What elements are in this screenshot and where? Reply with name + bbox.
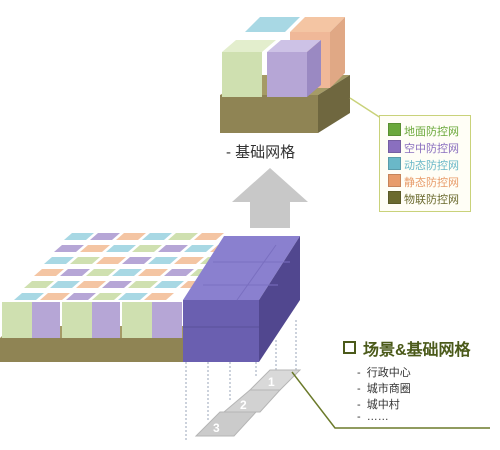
legend-label: 静态防控网 [404,177,459,189]
scene-item: - 城中村 [357,399,400,411]
base-grid-cube [220,17,350,133]
grid-soil-front [0,338,188,362]
grid-block [2,302,32,338]
floor-number-1: 1 [268,375,275,389]
base-grid-label: - 基础网格 [226,144,296,161]
grid-block [32,302,60,338]
cube-purple-side [307,40,321,97]
grid-block [92,302,120,338]
scene-item: - …… [357,411,389,423]
highlight-column [183,236,300,362]
legend-swatch [388,191,401,204]
legend-label: 物联防控网 [404,194,459,206]
scene-title: 场景&基础网格 [343,336,471,360]
scene-item: - 城市商圈 [357,383,411,395]
checkbox-icon [343,341,356,354]
city-grid: 1 2 3 [0,233,490,440]
cube-purple-top [267,40,321,52]
scene-connector [291,371,490,429]
legend-swatch [388,174,401,187]
floor-plate-2 [222,389,282,413]
floor-plate-3 [194,411,258,437]
legend-label: 动态防控网 [404,160,459,172]
grid-tiles [14,233,240,300]
legend-label: 空中防控网 [404,143,459,155]
cube-purple-front [267,52,307,97]
cube-green-front [222,52,262,97]
projection-lines [185,320,297,440]
cube-green-top [222,40,276,52]
floor-number-2: 2 [240,398,247,412]
legend-item-dynamic: 动态防控网 [388,157,459,172]
legend-item-ground: 地面防控网 [388,123,459,138]
scene-item: - 行政中心 [357,367,411,379]
legend-item-iot: 物联防控网 [388,191,459,206]
grid-block [122,302,152,338]
legend-swatch [388,123,401,136]
cube-soil-side [318,75,350,133]
up-arrow [232,168,308,228]
legend-label: 地面防控网 [404,126,459,138]
cube-soil-front [220,95,318,133]
cube-orange-top [290,17,345,32]
legend-swatch [388,140,401,153]
scene-title-text: 场景&基础网格 [363,342,471,359]
legend: 地面防控网 空中防控网 动态防控网 静态防控网 物联防控网 [379,115,471,212]
floor-plates: 1 2 3 [194,369,302,437]
legend-callout [349,97,385,121]
legend-item-static: 静态防控网 [388,174,459,189]
grid-block [152,302,182,338]
floor-number-3: 3 [213,421,220,435]
grid-block [62,302,92,338]
legend-swatch [388,157,401,170]
legend-item-air: 空中防控网 [388,140,459,155]
cube-orange-side [330,17,345,88]
cube-blue-top [245,17,300,32]
